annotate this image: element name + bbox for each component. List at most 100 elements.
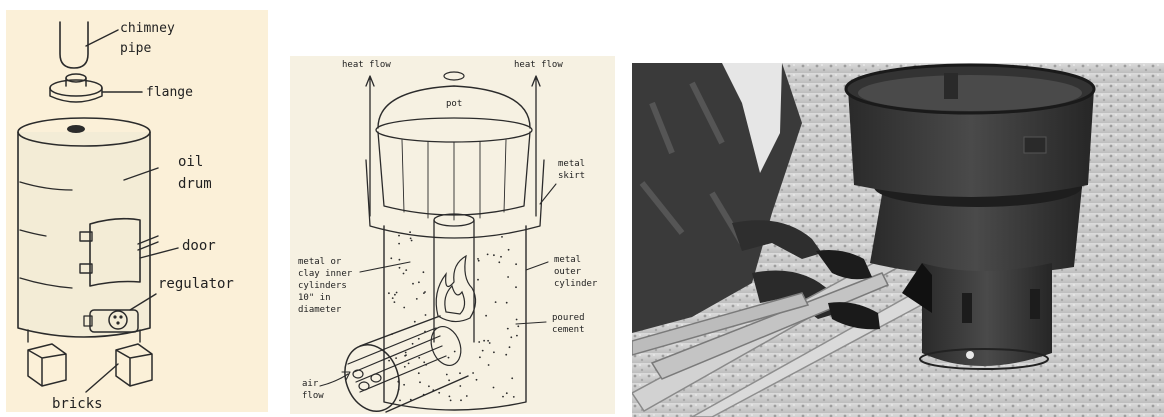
cement-speckle xyxy=(478,341,480,343)
label-cement-1: poured xyxy=(552,313,585,323)
pot-support-tab xyxy=(944,73,958,99)
cement-speckle xyxy=(517,325,519,327)
cement-speckle xyxy=(472,372,474,374)
drum-stove-svg: chimney pipe flange oil drum door regula… xyxy=(6,10,268,412)
label-metal-skirt-1: metal xyxy=(558,159,585,169)
cement-speckle xyxy=(449,396,451,398)
cement-speckle xyxy=(487,340,489,342)
cement-speckle xyxy=(515,286,517,288)
cement-speckle xyxy=(511,377,513,379)
label-inner-1: metal or xyxy=(298,257,342,267)
cement-speckle xyxy=(405,354,407,356)
cement-speckle xyxy=(403,384,405,386)
stove-photo xyxy=(632,63,1164,417)
regulator-hole xyxy=(119,315,122,318)
cement-speckle xyxy=(392,297,394,299)
cement-speckle xyxy=(509,346,511,348)
label-heat-flow-right: heat flow xyxy=(514,60,563,70)
rocket-stove-svg: heat flow heat flow pot metal skirt meta… xyxy=(290,56,615,414)
stove-slot xyxy=(1030,289,1040,319)
cement-speckle xyxy=(506,302,508,304)
cement-speckle xyxy=(460,399,462,401)
cement-speckle xyxy=(398,235,400,237)
label-air-1: air xyxy=(302,379,319,389)
cement-speckle xyxy=(476,379,478,381)
label-pipe: pipe xyxy=(120,41,151,56)
cement-speckle xyxy=(418,338,420,340)
cement-speckle xyxy=(399,259,401,261)
cement-speckle xyxy=(396,292,398,294)
cement-speckle xyxy=(403,273,405,275)
label-outer-1: metal xyxy=(554,255,581,265)
label-inner-3: cylinders xyxy=(298,281,347,291)
stove-handle xyxy=(1024,137,1046,153)
cement-speckle xyxy=(395,357,397,359)
cement-speckle xyxy=(388,360,390,362)
cement-speckle xyxy=(412,283,414,285)
cement-speckle xyxy=(450,400,452,402)
cement-speckle xyxy=(414,321,416,323)
parchment-background xyxy=(290,56,615,414)
cement-speckle xyxy=(516,335,518,337)
label-regulator: regulator xyxy=(158,276,234,292)
label-drum: drum xyxy=(178,176,212,192)
cement-speckle xyxy=(466,395,468,397)
cement-speckle xyxy=(411,240,413,242)
label-cement-2: cement xyxy=(552,325,585,335)
cement-speckle xyxy=(412,343,414,345)
cement-speckle xyxy=(483,340,485,342)
cement-speckle xyxy=(409,231,411,233)
cement-speckle xyxy=(493,254,495,256)
cement-speckle xyxy=(485,315,487,317)
cement-speckle xyxy=(418,357,420,359)
cement-speckle xyxy=(388,292,390,294)
cement-speckle xyxy=(404,366,406,368)
label-inner-2: clay inner xyxy=(298,269,353,279)
cement-speckle xyxy=(488,364,490,366)
label-bricks: bricks xyxy=(52,396,103,412)
stove-slot xyxy=(962,293,972,323)
cement-speckle xyxy=(498,261,500,263)
cement-speckle xyxy=(448,379,450,381)
cement-speckle xyxy=(507,328,509,330)
cement-speckle xyxy=(506,392,508,394)
cement-speckle xyxy=(390,257,392,259)
cement-speckle xyxy=(425,314,427,316)
cement-speckle xyxy=(448,357,450,359)
label-metal-skirt-2: skirt xyxy=(558,171,585,181)
label-heat-flow-left: heat flow xyxy=(342,60,391,70)
cement-speckle xyxy=(416,298,418,300)
cement-speckle xyxy=(438,392,440,394)
label-air-2: flow xyxy=(302,391,324,401)
cement-speckle xyxy=(405,269,407,271)
cement-speckle xyxy=(394,294,396,296)
cement-speckle xyxy=(501,236,503,238)
cement-speckle xyxy=(419,381,421,383)
cement-speckle xyxy=(394,301,396,303)
cement-speckle xyxy=(508,249,510,251)
drum-flue-hole xyxy=(67,125,85,133)
cement-speckle xyxy=(495,301,497,303)
cement-speckle xyxy=(423,361,425,363)
label-chimney: chimney xyxy=(120,21,175,36)
cement-speckle xyxy=(507,276,509,278)
stove-rivet xyxy=(966,351,974,359)
cement-speckle xyxy=(403,307,405,309)
regulator-hole xyxy=(116,321,119,324)
cement-speckle xyxy=(423,271,425,273)
cement-speckle xyxy=(516,319,518,321)
cement-speckle xyxy=(399,267,401,269)
label-inner-5: diameter xyxy=(298,305,342,315)
cement-speckle xyxy=(459,372,461,374)
cement-speckle xyxy=(399,400,401,402)
cement-speckle xyxy=(410,238,412,240)
cement-speckle xyxy=(482,350,484,352)
cement-speckle xyxy=(489,342,491,344)
cement-speckle xyxy=(493,387,495,389)
label-door: door xyxy=(182,238,216,254)
cement-speckle xyxy=(477,258,479,260)
label-oil: oil xyxy=(178,154,203,170)
cement-speckle xyxy=(505,354,507,356)
cement-speckle xyxy=(478,260,480,262)
cement-speckle xyxy=(424,291,426,293)
